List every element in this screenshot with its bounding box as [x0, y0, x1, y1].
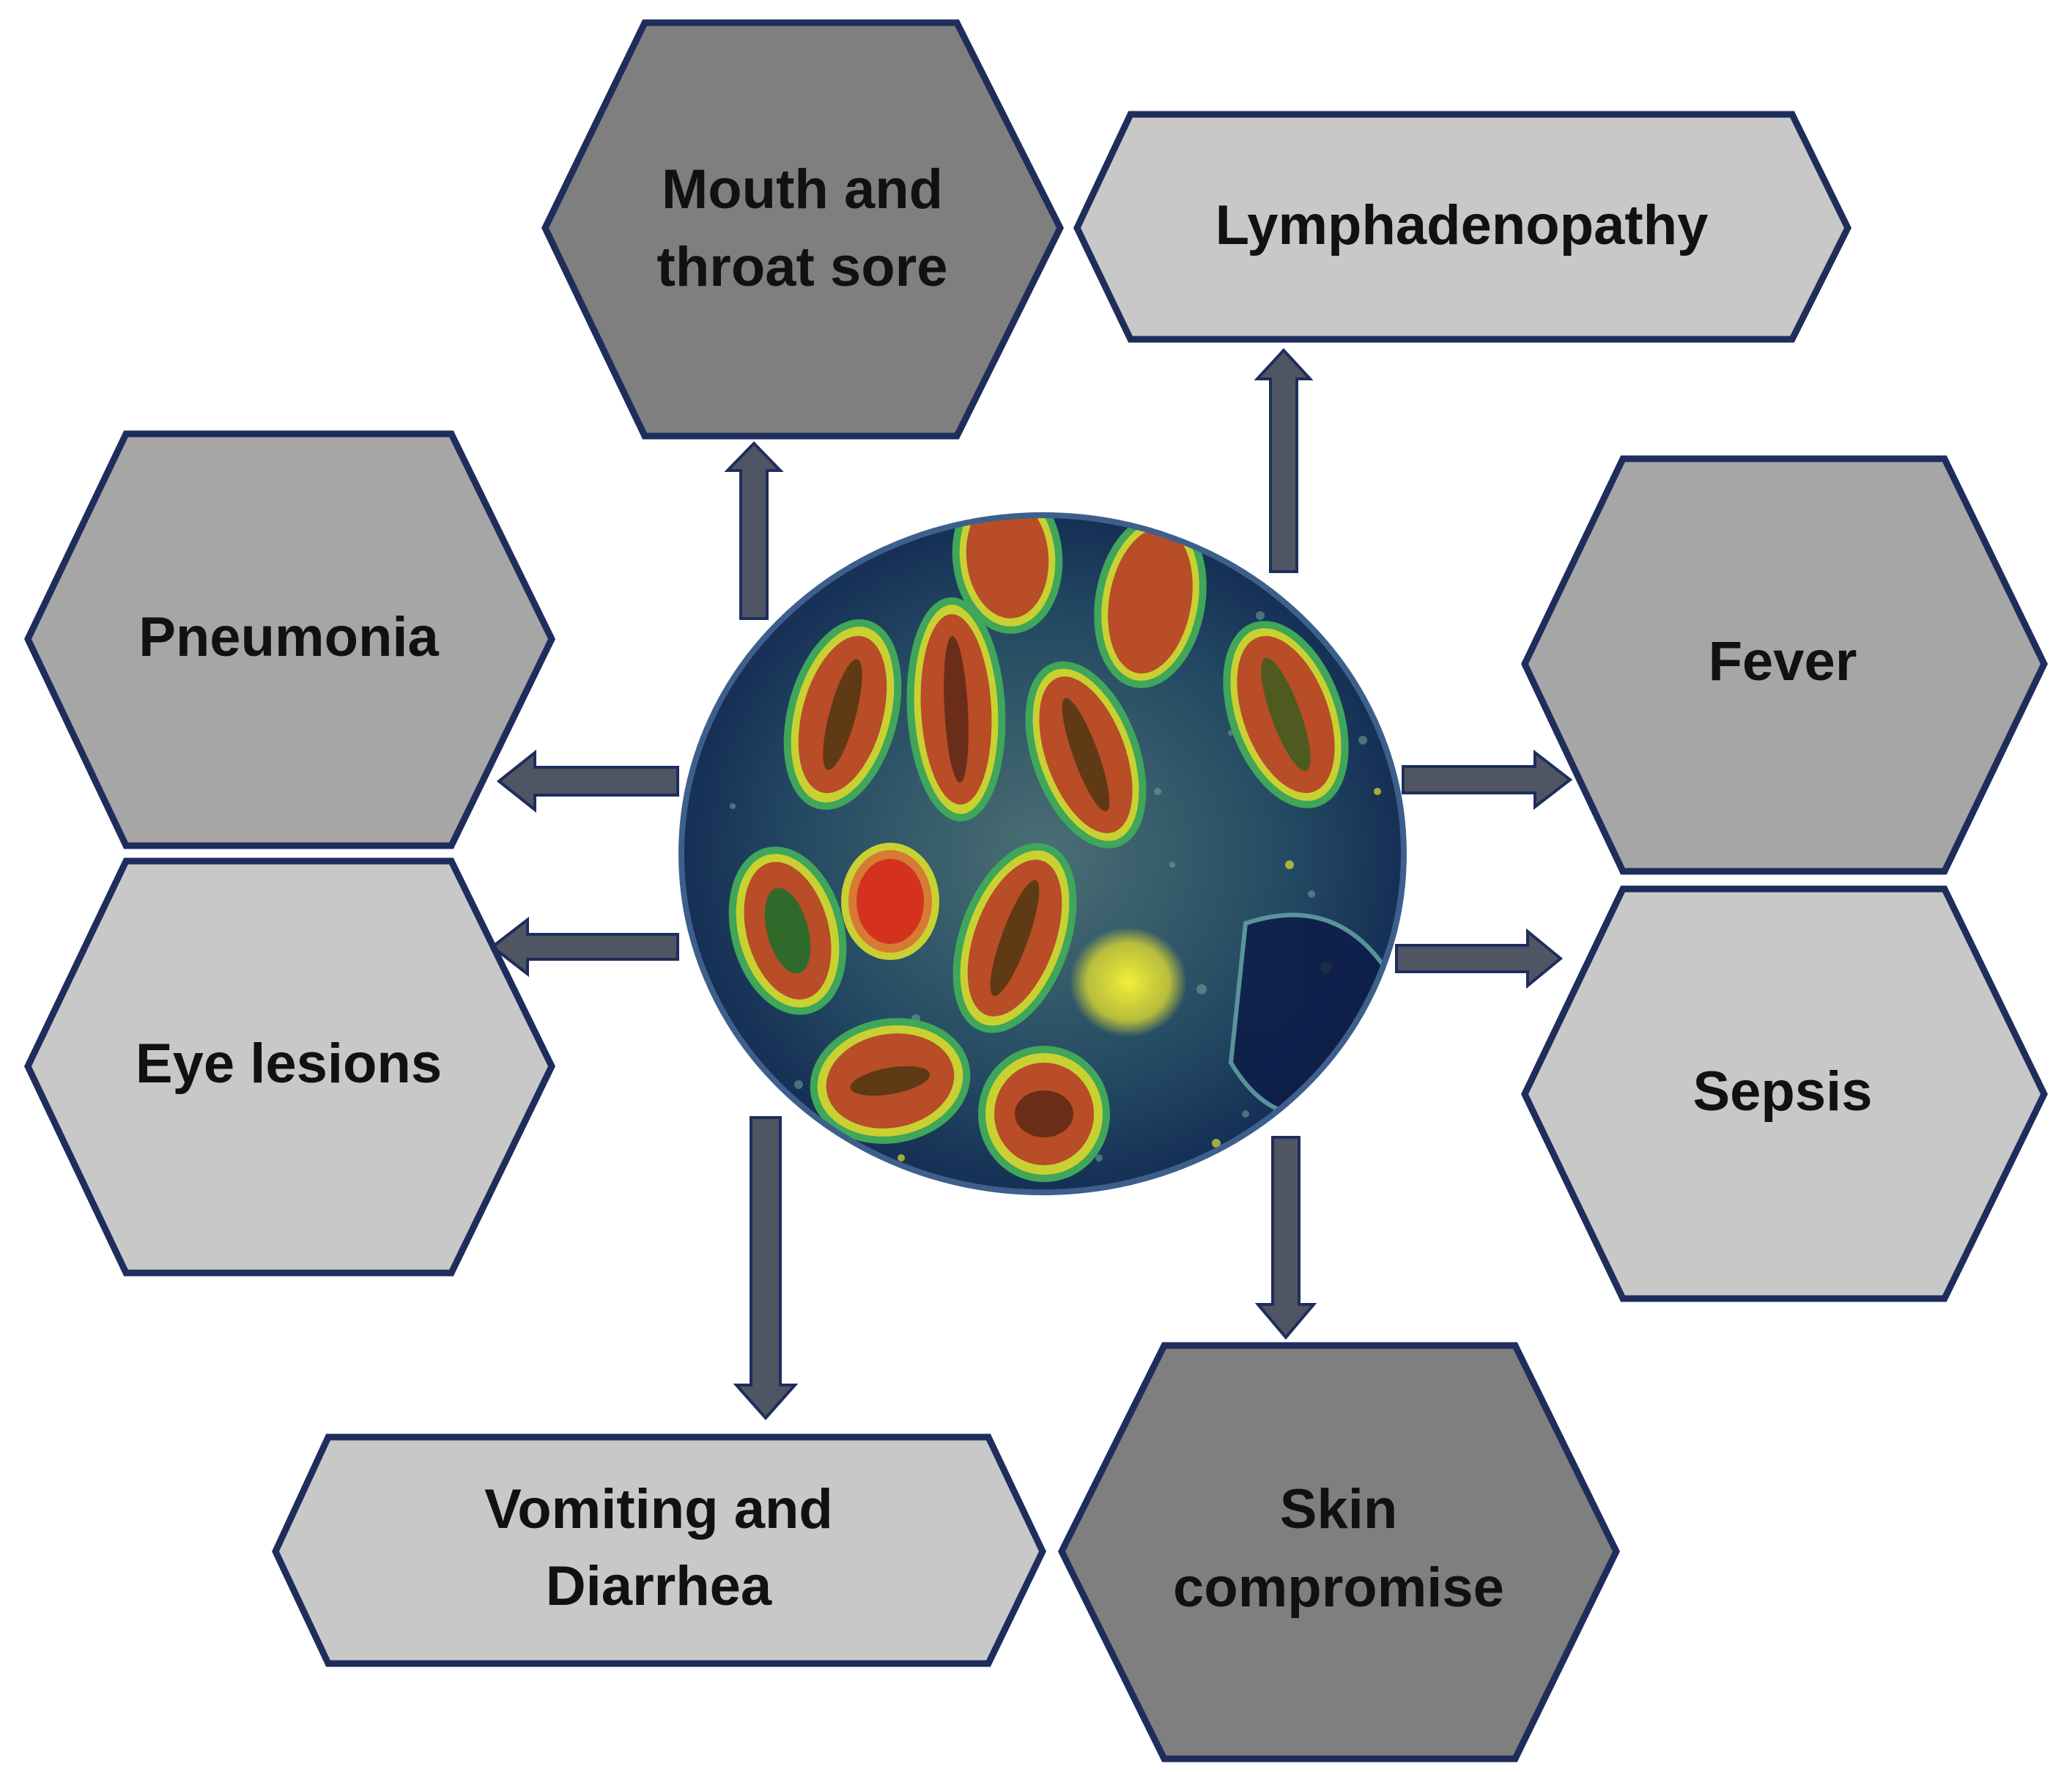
arrow-left-to-eye-lesions	[489, 916, 679, 978]
node-label: Diarrhea	[546, 1555, 772, 1617]
node-label: throat sore	[657, 236, 948, 298]
node-label: Eye lesions	[136, 1033, 442, 1095]
node-mouth-throat-sore: Mouth and throat sore	[541, 19, 1065, 440]
node-label: Sepsis	[1692, 1060, 1872, 1123]
node-fever: Fever	[1521, 455, 2048, 875]
node-lymphadenopathy: Lymphadenopathy	[1073, 111, 1852, 343]
node-skin-compromise: Skin compromise	[1057, 1342, 1621, 1762]
node-label: Pneumonia	[138, 606, 439, 668]
arrow-up-to-mouth-throat	[724, 441, 784, 620]
arrow-down-to-vomiting-diarrhea	[733, 1116, 799, 1421]
node-label: Lymphadenopathy	[1216, 194, 1709, 256]
node-label: Vomiting and	[484, 1478, 833, 1540]
hexagon-shape	[541, 19, 1065, 440]
hexagon-shape	[1057, 1342, 1621, 1762]
node-pneumonia: Pneumonia	[24, 430, 556, 849]
virus-micrograph	[678, 512, 1407, 1195]
arrow-up-to-lymphadenopathy	[1254, 348, 1314, 573]
node-label: Mouth and	[662, 158, 943, 221]
node-label: Fever	[1709, 630, 1857, 693]
hexagon-shape	[1521, 455, 2048, 875]
node-label: compromise	[1173, 1557, 1504, 1619]
hexagon-shape	[24, 857, 556, 1277]
node-vomiting-diarrhea: Vomiting and Diarrhea	[272, 1433, 1046, 1667]
arrow-left-to-pneumonia	[496, 749, 679, 813]
node-eye-lesions: Eye lesions	[24, 857, 556, 1277]
hexagon-shape	[272, 1433, 1046, 1667]
arrow-right-to-fever	[1402, 749, 1573, 811]
hexagon-shape	[1521, 885, 2049, 1302]
arrow-right-to-sepsis	[1395, 928, 1564, 989]
arrow-down-to-skin-compromise	[1254, 1136, 1317, 1340]
node-label: Skin	[1280, 1478, 1398, 1540]
hexagon-shape	[24, 430, 556, 849]
node-sepsis: Sepsis	[1521, 885, 2049, 1302]
hexagon-shape	[1073, 111, 1852, 343]
